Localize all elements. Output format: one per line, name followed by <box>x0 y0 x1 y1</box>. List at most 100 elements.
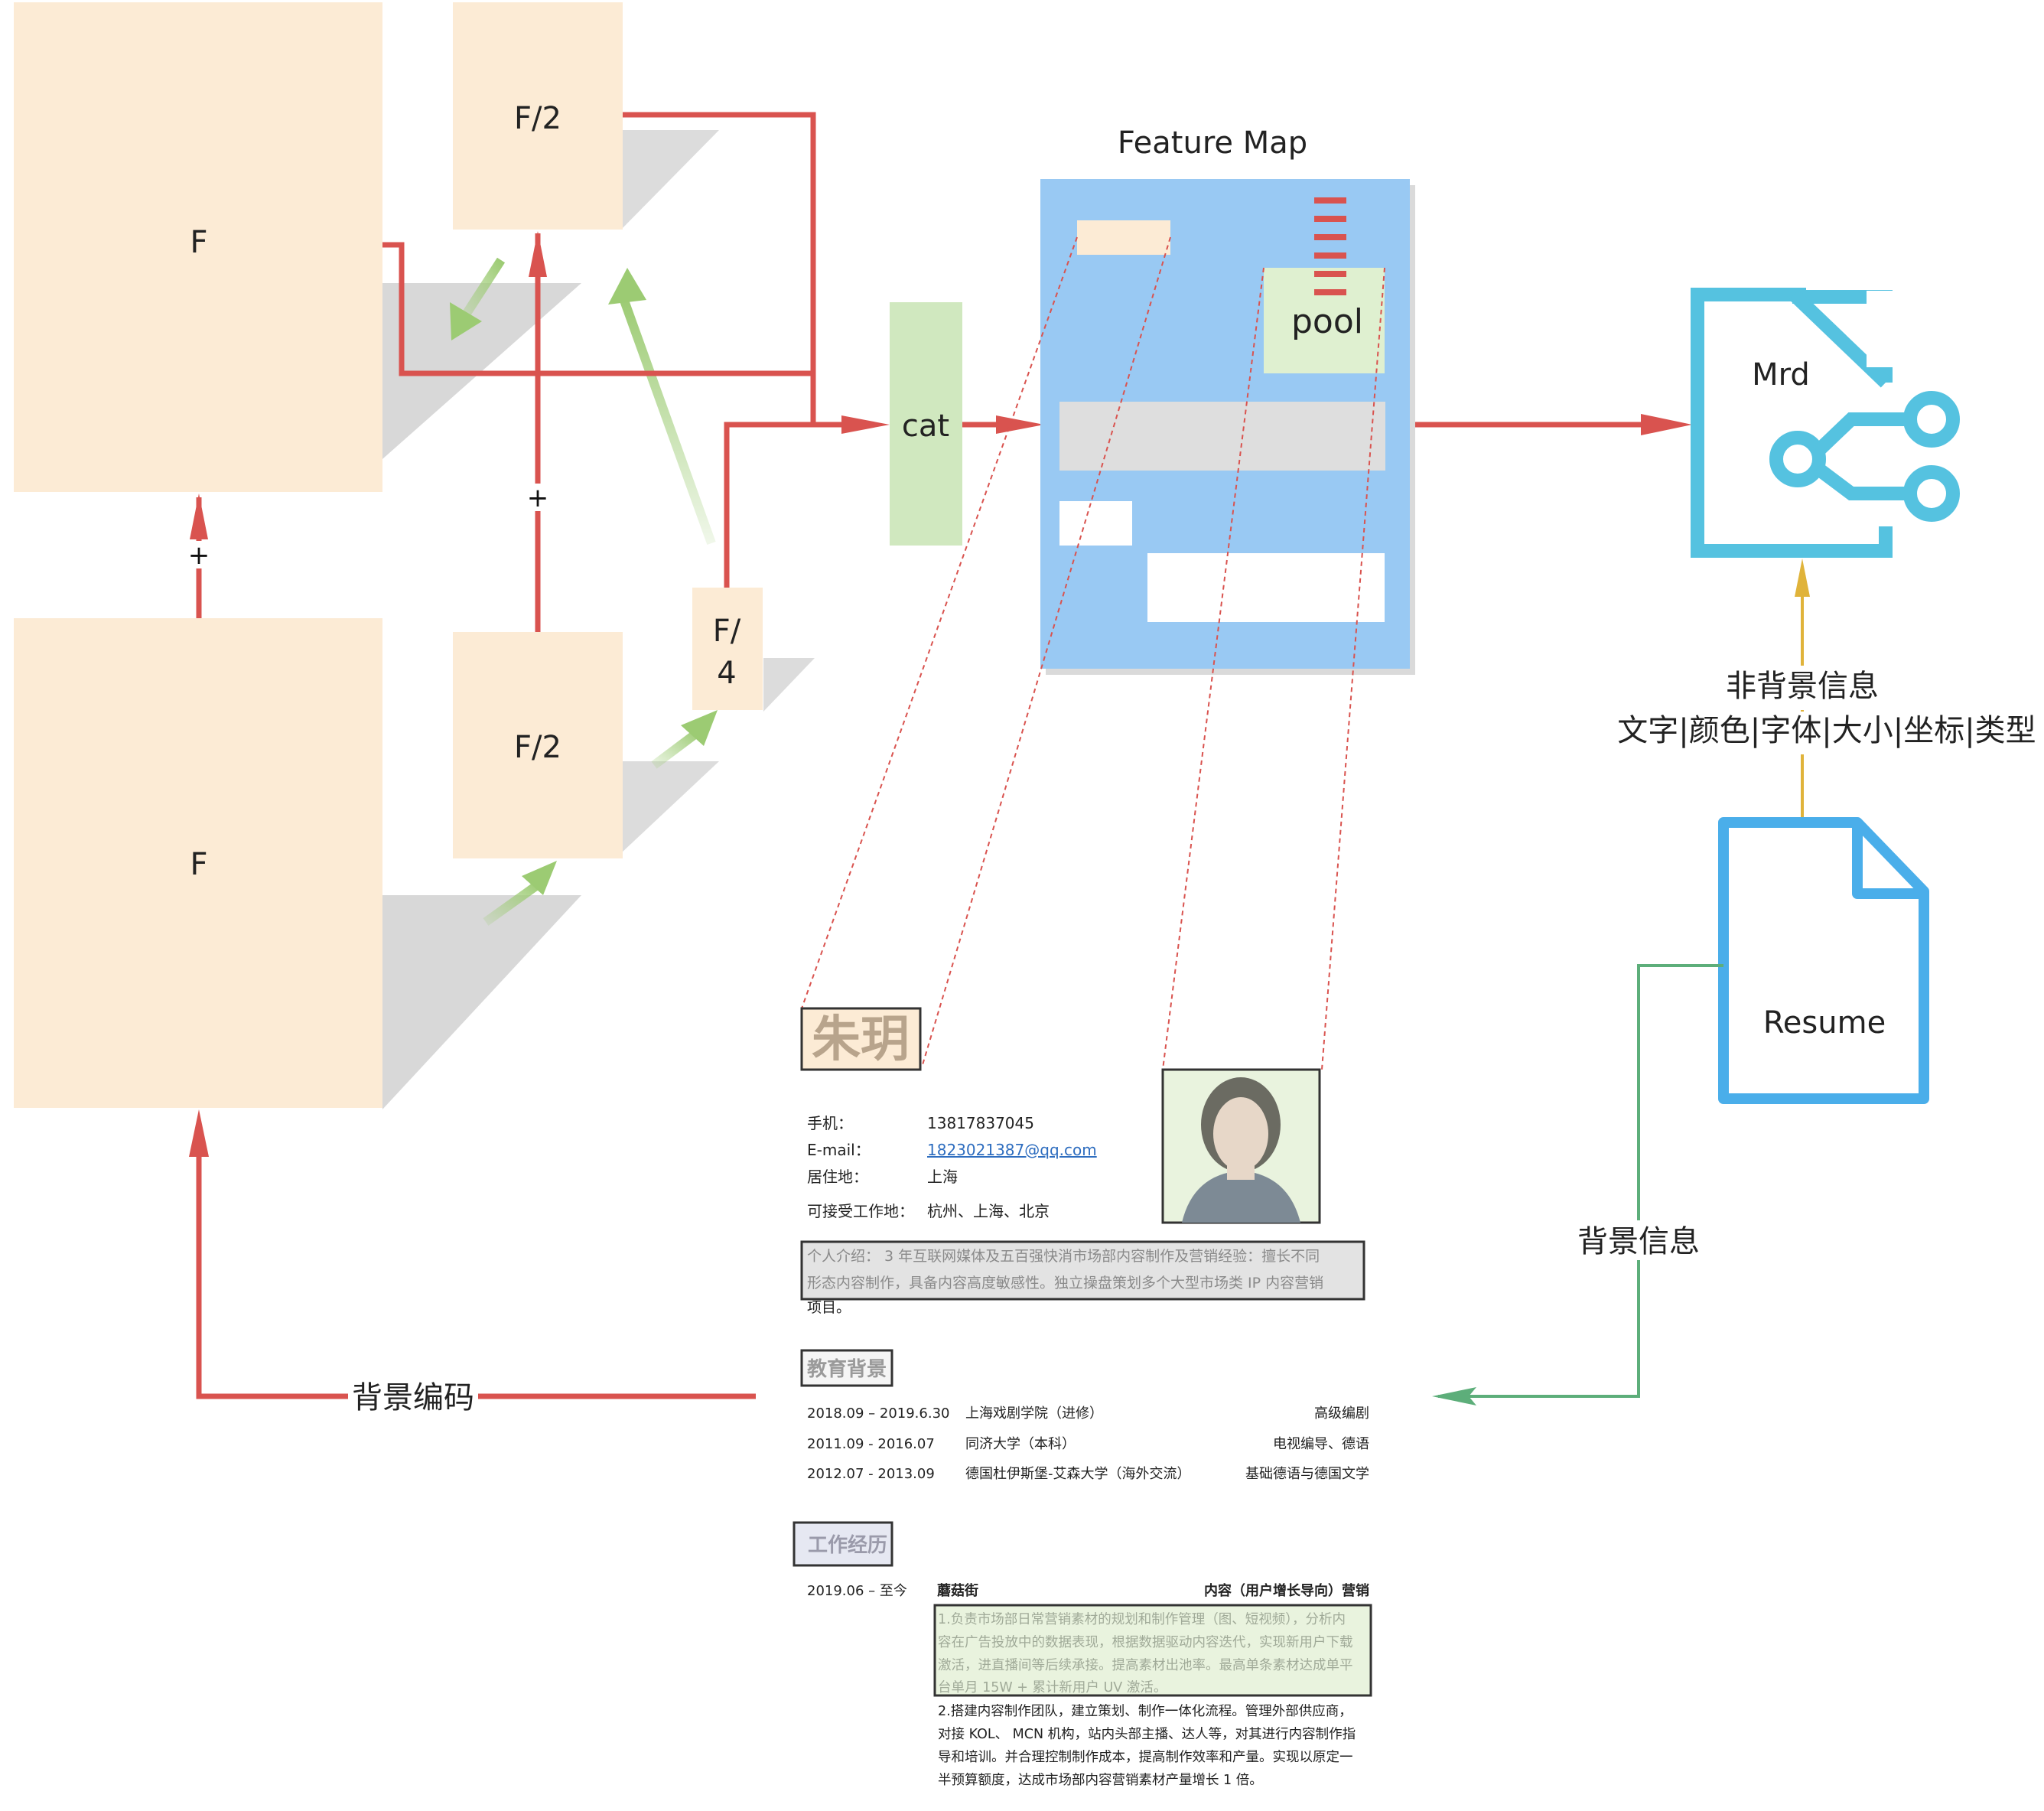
green-arrow-shaft-3 <box>651 727 703 769</box>
non-background-bg <box>1706 666 1897 710</box>
pool-stripes <box>1314 197 1346 295</box>
background-info-connector <box>1432 964 1723 1405</box>
green-arrow-head-1 <box>450 302 482 340</box>
block-f2-bottom-label: F/2 <box>514 730 561 765</box>
background-encoding-label: 背景编码 <box>352 1380 474 1415</box>
feature-blocks: F F F/2 F/2 F/ 4 cat <box>14 2 962 1108</box>
block-f-bottom-label: F <box>190 847 207 882</box>
education-heading: 教育背景 <box>807 1357 887 1381</box>
work-role: 内容（用户增长导向）营销 <box>1204 1582 1369 1599</box>
work-line-7: 导和培训。并合理控制制作成本，提高制作效率和产量。实现以原定一 <box>938 1750 1353 1765</box>
contact-phone-key: 手机： <box>807 1114 853 1132</box>
edu-2-major: 电视编导、德语 <box>1273 1436 1369 1452</box>
f-bottom-arrowhead <box>189 1109 209 1157</box>
block-f-top <box>14 2 382 492</box>
correspondence-lines <box>801 236 1385 1070</box>
red-connectors <box>189 112 1692 1399</box>
feature-map-arrowhead <box>996 415 1044 434</box>
edu-2-date: 2011.09 - 2016.07 <box>807 1436 935 1452</box>
work-line-4: 台单月 15W + 累计新用户 UV 激活。 <box>938 1680 1167 1695</box>
cat-arrowhead <box>841 415 890 434</box>
background-encoding-line <box>196 1155 756 1399</box>
block-f4 <box>692 588 763 710</box>
shadow-f4 <box>763 658 815 712</box>
pool-label: pool <box>1291 302 1363 341</box>
contact-email-value: 1823021387@qq.com <box>927 1141 1097 1159</box>
plus-left-bg <box>187 541 210 568</box>
resume-name-box <box>800 1007 922 1071</box>
contact-city-value: 上海 <box>927 1168 958 1186</box>
background-info-label: 背景信息 <box>1577 1224 1700 1259</box>
edu-1-major: 高级编剧 <box>1314 1405 1369 1422</box>
feature-map-heading-region <box>1059 501 1132 546</box>
f4-to-merge <box>724 422 849 588</box>
edu-1-school: 上海戏剧学院（进修） <box>965 1405 1103 1422</box>
edu-3-school: 德国杜伊斯堡-艾森大学（海外交流） <box>965 1466 1191 1482</box>
contact-email-key: E-mail： <box>807 1141 871 1159</box>
feature-map-name-region <box>1077 220 1170 255</box>
block-f4-label-2: 4 <box>717 656 736 691</box>
non-background-detail: 文字|颜色|字体|大小|坐标|类型 <box>1617 713 2036 748</box>
work-heading-box <box>793 1521 893 1567</box>
work-line-1: 1.负责市场部日常营销素材的规划和制作管理（图、短视频），分析内 <box>938 1612 1346 1627</box>
work-location-key: 可接受工作地： <box>807 1202 914 1220</box>
block-f2-top <box>453 2 623 230</box>
work-company: 蘑菇街 <box>937 1582 978 1599</box>
green-arrow-head-2 <box>608 268 646 305</box>
f-top-to-merge <box>382 242 813 376</box>
work-location-value: 杭州、上海、北京 <box>927 1202 1050 1220</box>
block-f4-label-1: F/ <box>713 614 741 649</box>
work-line-3: 激活，进直播间等后续承接。提高素材出池率。最高单条素材达成单平 <box>938 1658 1353 1673</box>
shadow-f2-bottom <box>621 761 719 853</box>
plus-mid-bg <box>526 484 549 511</box>
intro-box <box>800 1240 1365 1301</box>
edu-3-major: 基础德语与德国文学 <box>1245 1466 1369 1482</box>
resume-document: 朱玥 手机： 13817837045 E-mail： 1823021387@qq… <box>793 1007 1372 1788</box>
green-arrow-head-3 <box>681 710 718 746</box>
work-heading: 工作经历 <box>808 1533 887 1557</box>
block-cat <box>890 302 962 546</box>
block-f-bottom <box>14 618 382 1108</box>
feature-map: Feature Map pool <box>1040 125 1410 669</box>
mrd-label: Mrd <box>1752 357 1810 392</box>
green-arrow-shaft-4 <box>483 880 542 926</box>
green-arrow-head-4 <box>522 861 557 895</box>
work-line-5: 2.搭建内容制作团队，建立策划、制作一体化流程。管理外部供应商， <box>938 1704 1352 1719</box>
f-top-arrowhead <box>190 493 208 539</box>
intro-line-2: 形态内容制作，具备内容高度敏感性。独立操盘策划多个大型市场类 IP 内容营销 <box>807 1275 1323 1291</box>
mrd-arrowhead <box>1641 414 1692 435</box>
edu-2-school: 同济大学（本科） <box>965 1436 1076 1452</box>
resume-icon-label: Resume <box>1763 1005 1886 1041</box>
shadow-f-bottom <box>382 895 581 1109</box>
edu-1-date: 2018.09 – 2019.6.30 <box>807 1405 950 1422</box>
resume-file-icon <box>1718 817 1929 1104</box>
feature-map-intro-region <box>1059 402 1385 471</box>
background-encoding-bg <box>348 1377 478 1417</box>
work-highlight-box <box>933 1604 1372 1697</box>
work-line-6: 对接 KOL、 MCN 机构，站内头部主播、达人等，对其进行内容制作指 <box>938 1727 1356 1742</box>
shadow-f2-top <box>621 130 719 230</box>
block-f2-top-label: F/2 <box>514 101 561 136</box>
work-line-2: 容在广告投放中的数据表现，根据数据驱动内容迭代，实现新用户下载 <box>938 1635 1353 1650</box>
pool-region <box>1264 268 1385 373</box>
green-arrow-shaft-2 <box>619 296 716 546</box>
contact-phone-value: 13817837045 <box>927 1114 1034 1132</box>
green-downsample-arrows <box>450 257 718 926</box>
block-cat-label: cat <box>902 409 949 444</box>
work-date: 2019.06 – 至今 <box>807 1583 907 1599</box>
mrd-icon-gap <box>1867 291 1897 367</box>
contact-city-key: 居住地： <box>807 1168 868 1186</box>
intro-line-1: 个人介绍： 3 年互联网媒体及五百强快消市场部内容制作及营销经验：擅长不同 <box>807 1248 1320 1265</box>
work-line-8: 半预算额度，达成市场部内容营销素材产量增长 1 倍。 <box>938 1773 1263 1788</box>
block-f-top-label: F <box>190 225 207 260</box>
resume-name: 朱玥 <box>812 1011 910 1068</box>
block-f2-bottom <box>453 632 623 858</box>
f2-top-to-merge <box>623 112 816 425</box>
plus-mid-sign: + <box>527 483 549 513</box>
f2-top-arrowhead <box>529 231 547 277</box>
non-background-detail-bg <box>1618 712 2039 754</box>
plus-left-sign: + <box>188 540 210 571</box>
resume-photo <box>1161 1068 1321 1224</box>
intro-line-3: 项目。 <box>807 1299 851 1316</box>
